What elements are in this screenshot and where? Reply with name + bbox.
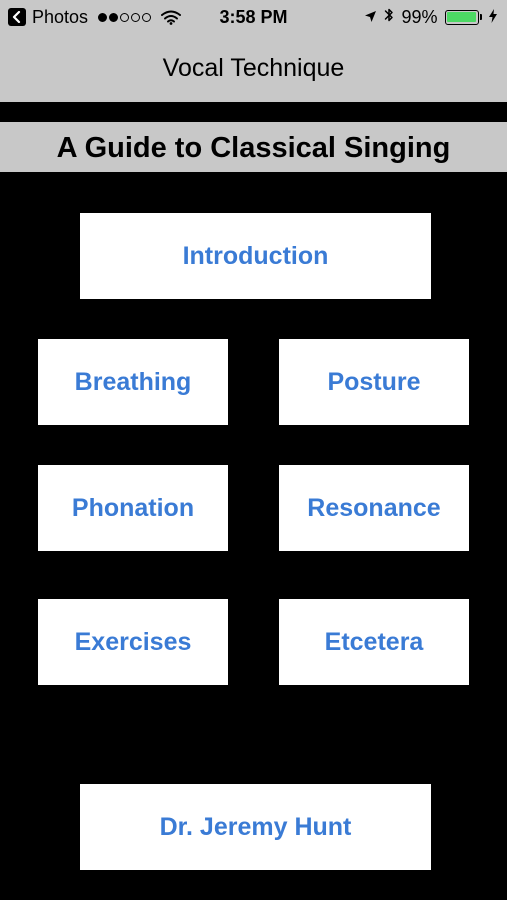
resonance-button[interactable]: Resonance [279,465,469,551]
signal-dot [131,12,141,22]
status-bar: Photos 3:58 PM 99% [0,0,507,36]
nav-title: Vocal Technique [162,54,345,82]
signal-dot [120,12,130,22]
introduction-button[interactable]: Introduction [80,213,431,299]
cellular-signal-icon [98,12,152,22]
phonation-button[interactable]: Phonation [38,465,228,551]
wifi-icon [161,10,182,25]
battery-percent: 99% [401,6,438,27]
exercises-button[interactable]: Exercises [38,599,228,685]
battery-icon [444,9,482,25]
battery-tip [479,14,482,20]
battery-body [444,9,479,25]
charging-bolt-icon [489,7,497,28]
status-bar-right: 99% [364,6,497,28]
back-to-app-icon[interactable] [8,8,26,26]
page-subtitle: A Guide to Classical Singing [56,132,451,164]
etcetera-button[interactable]: Etcetera [279,599,469,685]
breathing-button[interactable]: Breathing [38,339,228,425]
bluetooth-icon [384,6,394,29]
navigation-bar: Vocal Technique [0,36,507,102]
location-arrow-icon [364,7,377,28]
signal-dot [98,12,108,22]
status-bar-left: Photos [8,6,182,28]
signal-dot [109,12,119,22]
back-app-label[interactable]: Photos [32,6,89,27]
status-time: 3:58 PM [219,7,288,27]
subtitle-bar: A Guide to Classical Singing [0,122,507,172]
battery-fill [447,12,476,22]
posture-button[interactable]: Posture [279,339,469,425]
signal-dot [142,12,152,22]
author-button[interactable]: Dr. Jeremy Hunt [80,784,431,870]
